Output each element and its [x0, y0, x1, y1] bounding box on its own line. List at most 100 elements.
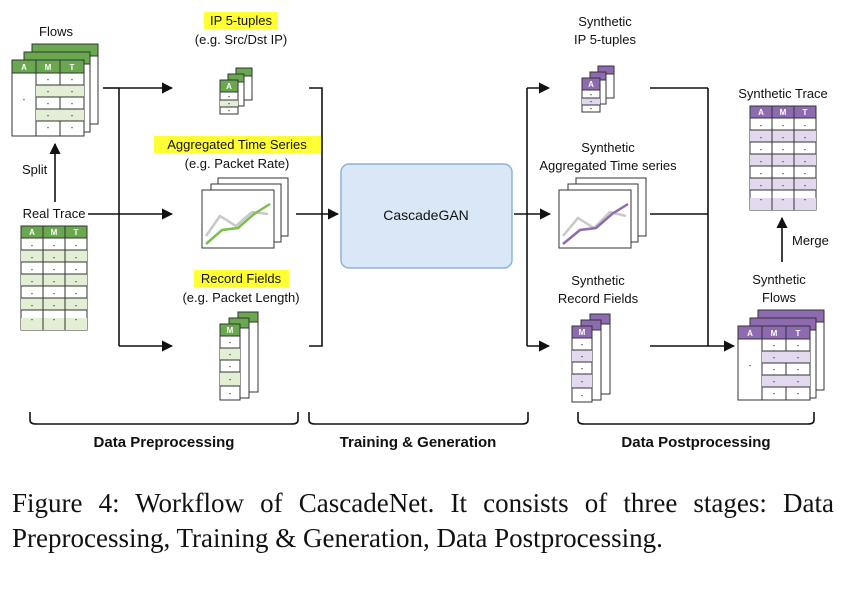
syn-flows-cell: -	[773, 353, 776, 362]
cascadegan-box	[340, 163, 513, 269]
syn-trace-cell: -	[782, 121, 785, 130]
syn-ip-cell: -	[590, 97, 593, 106]
flows-cell: -	[47, 87, 50, 96]
syn-trace-cell: -	[804, 133, 807, 142]
real-trace-cell: -	[31, 253, 34, 262]
syn-trace-label: Synthetic Trace	[738, 86, 828, 101]
syn-flows-header-m: M	[771, 329, 778, 338]
syn-agg-chart-stack	[558, 177, 647, 249]
real-trace-cell: -	[53, 277, 56, 286]
real-trace-header-m: M	[51, 228, 58, 237]
real-trace-label: Real Trace	[23, 206, 86, 221]
cascadegan-label: CascadeGAN	[383, 207, 469, 223]
flows-cell: -	[23, 95, 26, 104]
syn-trace-header-m: M	[780, 108, 787, 117]
syn-flows-cell: -	[773, 341, 776, 350]
syn-trace-cell: -	[782, 145, 785, 154]
syn-flows-cell: -	[773, 377, 776, 386]
syn-trace-cell: -	[760, 169, 763, 178]
real-trace-cell: -	[53, 241, 56, 250]
syn-trace-cell: -	[760, 121, 763, 130]
real-trace-table: A M T - - - - - - - - - - - - - - - - - …	[20, 225, 88, 331]
ip-tuples-header-a: A	[226, 82, 232, 91]
syn-trace-cell: -	[760, 195, 763, 204]
syn-flows-cell: -	[797, 389, 800, 398]
agg-ts-example: (e.g. Packet Rate)	[185, 156, 290, 171]
record-fields-highlight	[194, 270, 289, 287]
agg-ts-chart-stack	[201, 177, 289, 249]
real-trace-cell: -	[75, 265, 78, 274]
real-trace-cell: -	[31, 315, 34, 324]
syn-ip-cell: -	[590, 90, 593, 99]
syn-flows-label-1: Synthetic	[752, 272, 806, 287]
real-trace-cell: -	[53, 315, 56, 324]
record-fields-label: Record Fields	[201, 271, 282, 286]
syn-flows-cell: -	[773, 365, 776, 374]
syn-rec-label-1: Synthetic	[571, 273, 625, 288]
real-trace-cell: -	[53, 265, 56, 274]
stage-braces	[29, 412, 815, 425]
real-trace-cell: -	[53, 301, 56, 310]
syn-trace-header-a: A	[758, 108, 764, 117]
syn-trace-cell: -	[782, 133, 785, 142]
flows-cell: -	[47, 75, 50, 84]
syn-trace-cell: -	[804, 121, 807, 130]
syn-flows-header-a: A	[747, 329, 753, 338]
flows-table-stack: A M T - - - - - - - - - - -	[11, 43, 99, 137]
syn-flows-cell: -	[797, 341, 800, 350]
real-trace-cell: -	[31, 301, 34, 310]
flows-cell: -	[71, 99, 74, 108]
flows-cell: -	[47, 111, 50, 120]
split-label: Split	[22, 162, 48, 177]
syn-trace-cell: -	[782, 181, 785, 190]
real-trace-cell: -	[31, 241, 34, 250]
real-trace-cell: -	[53, 253, 56, 262]
flows-cell: -	[71, 75, 74, 84]
record-fields-cell: -	[229, 362, 232, 371]
syn-flows-label-2: Flows	[762, 290, 796, 305]
flows-header-t: T	[70, 63, 75, 72]
syn-trace-cell: -	[804, 195, 807, 204]
syn-trace-header-t: T	[803, 108, 808, 117]
syn-rec-cell: -	[581, 352, 584, 361]
ip-tuples-cell: -	[228, 106, 231, 115]
flows-header-a: A	[21, 63, 27, 72]
flows-cell: -	[47, 99, 50, 108]
record-fields-cell: -	[229, 350, 232, 359]
syn-agg-label-2: Aggregated Time series	[539, 158, 677, 173]
figure-caption: Figure 4: Workflow of CascadeNet. It con…	[12, 488, 834, 553]
real-trace-cell: -	[31, 265, 34, 274]
syn-trace-cell: -	[782, 195, 785, 204]
syn-trace-cell: -	[760, 133, 763, 142]
syn-rec-cell: -	[581, 377, 584, 386]
syn-flows-cell: -	[773, 389, 776, 398]
syn-flows-cell: -	[797, 365, 800, 374]
syn-trace-cell: -	[804, 145, 807, 154]
gan-output-bracket	[514, 82, 552, 352]
real-trace-cell: -	[31, 289, 34, 298]
real-trace-header-t: T	[74, 228, 79, 237]
real-trace-cell: -	[75, 241, 78, 250]
syn-flows-cell: -	[749, 361, 752, 370]
syn-trace-cell: -	[782, 169, 785, 178]
flows-cell: -	[47, 123, 50, 132]
ip-tuples-stack: A - - -	[219, 67, 253, 115]
syn-record-fields-stack: M - - - - -	[571, 313, 611, 403]
stage-preprocessing-label: Data Preprocessing	[94, 434, 235, 451]
syn-rec-cell: -	[581, 391, 584, 400]
syn-trace-cell: -	[760, 145, 763, 154]
syn-trace-cell: -	[804, 169, 807, 178]
workflow-diagram: A M T - - - - - - - - - - - Flows Split …	[11, 12, 829, 451]
record-fields-cell: -	[229, 375, 232, 384]
real-trace-header-a: A	[29, 228, 35, 237]
flows-header-m: M	[45, 63, 52, 72]
syn-flows-cell: -	[797, 377, 800, 386]
stage-training-label: Training & Generation	[340, 434, 497, 451]
postprocessing-arrows	[650, 87, 736, 352]
record-fields-header-m: M	[227, 326, 234, 335]
flows-label: Flows	[39, 24, 73, 39]
real-trace-cell: -	[75, 315, 78, 324]
syn-rec-cell: -	[581, 364, 584, 373]
real-trace-cell: -	[53, 289, 56, 298]
flows-cell: -	[71, 123, 74, 132]
